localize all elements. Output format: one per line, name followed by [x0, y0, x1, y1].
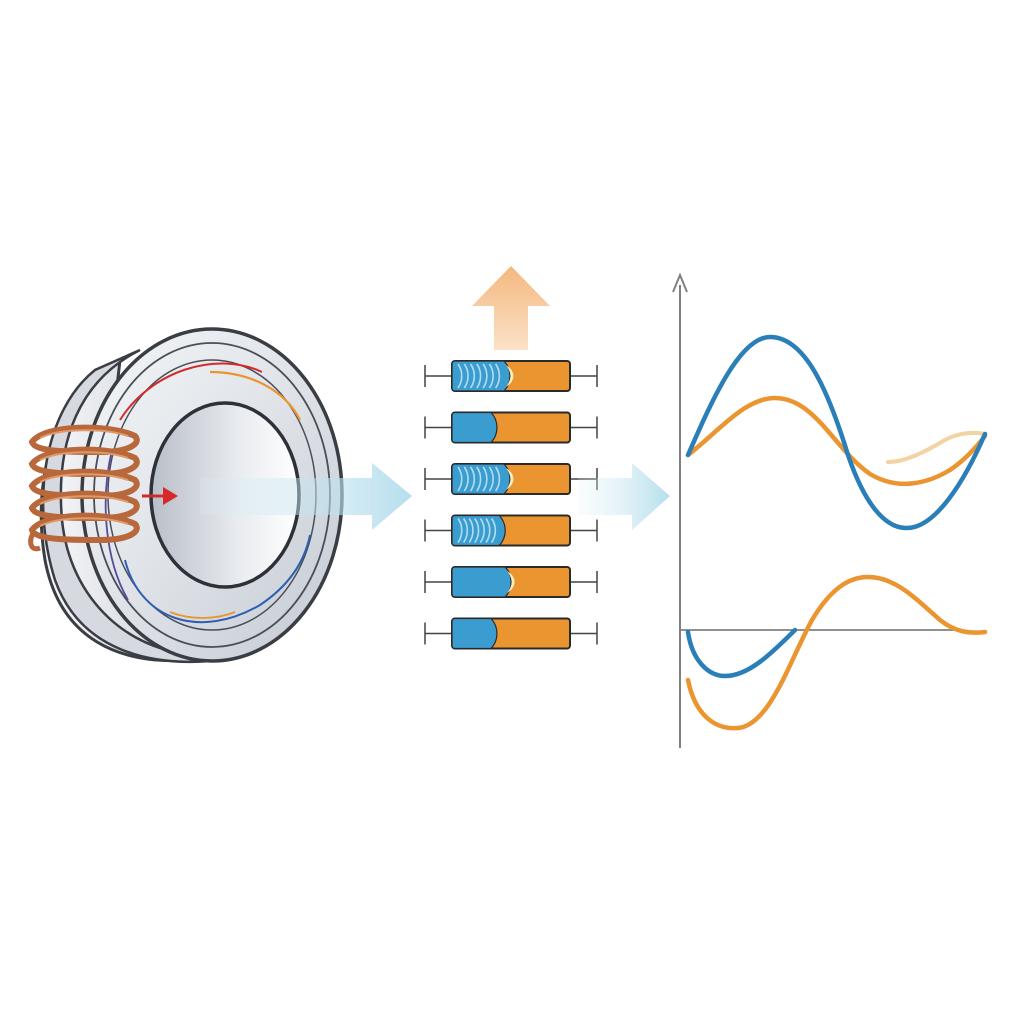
coil-lead: [28, 530, 41, 552]
cell-texture: [485, 518, 491, 543]
cell-blue-segment: [451, 566, 512, 598]
flux-line-purple: [104, 449, 129, 601]
cell-texture: [490, 518, 497, 543]
cell-texture: [463, 363, 469, 389]
cell-texture: [469, 363, 476, 389]
cell-texture: [476, 466, 482, 492]
cell-texture: [494, 466, 501, 492]
battery-cell: [424, 411, 598, 444]
series-orange-lower: [685, 574, 988, 731]
series-orange-echo: [886, 430, 987, 464]
cell-texture: [457, 363, 463, 389]
cell-texture: [463, 466, 469, 492]
flux-line-orange: [209, 370, 301, 421]
coil-loop: [28, 512, 140, 544]
y-axis-arrowhead: [672, 272, 688, 293]
series-orange-upper: [685, 395, 988, 487]
cell-highlight: [505, 468, 514, 490]
cell-texture: [457, 466, 463, 492]
cell-wire-left: [424, 365, 452, 387]
flux-line-orange-low: [169, 611, 236, 619]
cell-texture: [457, 518, 463, 543]
cell-highlight: [507, 571, 515, 593]
cell-texture: [462, 518, 469, 543]
cell-texture: [482, 466, 488, 492]
red-arrow-icon: [142, 487, 178, 505]
cell-wire-right: [570, 365, 598, 387]
cell-texture: [488, 466, 494, 492]
series-blue-upper: [685, 334, 988, 531]
cell-wire-right: [570, 571, 598, 593]
series-blue-lower: [685, 627, 798, 679]
cell-blue-segment: [451, 411, 498, 444]
flux-line-red: [119, 362, 263, 421]
waveform-chart: [672, 272, 988, 748]
battery-cell: [424, 463, 598, 495]
cell-texture: [479, 518, 485, 543]
battery-cell: [424, 617, 598, 650]
cell-texture: [469, 466, 476, 492]
cell-wire-left: [424, 416, 452, 439]
battery-cell: [424, 566, 598, 598]
cell-texture: [476, 363, 482, 389]
flux-line-blue: [124, 534, 311, 624]
cell-texture: [488, 363, 494, 389]
cell-wire-left: [424, 571, 452, 593]
up-arrow-icon: [472, 266, 550, 350]
cell-texture: [482, 363, 488, 389]
battery-cell: [424, 360, 598, 392]
cell-wire-left: [424, 622, 452, 645]
cell-wire-right: [570, 416, 598, 439]
battery-cell: [424, 514, 598, 547]
cell-wire-right: [570, 519, 598, 542]
cell-highlight: [505, 365, 514, 387]
flow-arrow-icon: [200, 463, 412, 530]
cell-wire-left: [424, 468, 452, 490]
cell-texture: [494, 363, 501, 389]
battery-cell-stack: [424, 360, 598, 650]
cell-texture: [468, 518, 474, 543]
cell-blue-segment: [451, 617, 498, 650]
flow-arrow-icon: [578, 463, 670, 530]
cell-texture: [474, 518, 480, 543]
cell-wire-right: [570, 622, 598, 645]
cell-wire-left: [424, 519, 452, 542]
copper-coil-icon: [28, 424, 140, 552]
